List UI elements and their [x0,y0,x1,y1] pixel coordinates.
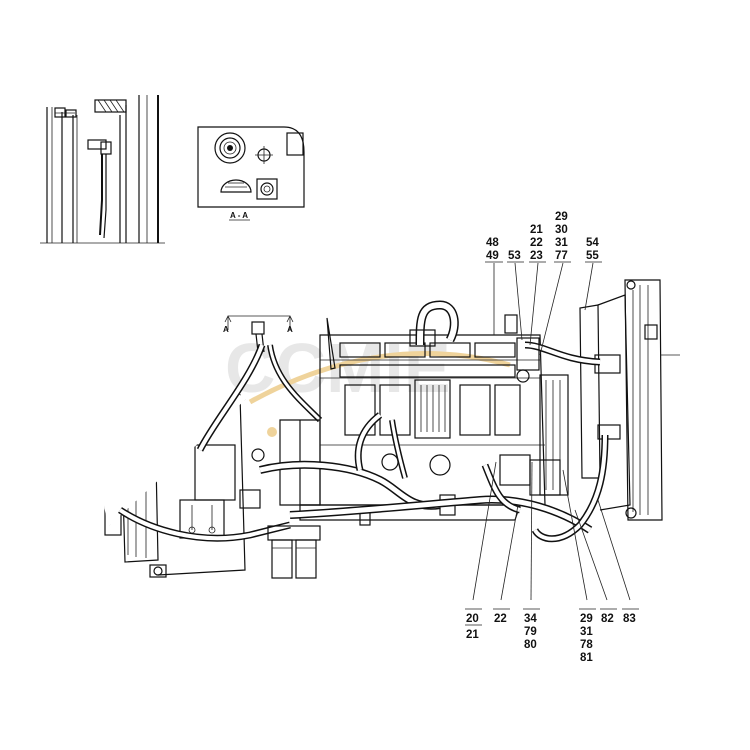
callout-line: 48 [486,237,499,249]
callout-top-29-30-31-77: 29 30 31 77 [554,211,571,263]
callout-bottom-29-31-78-81: 29 31 78 81 [579,608,596,664]
callout-top-53: 53 [507,250,524,263]
callout-top-21-22-23: 21 22 23 [529,224,546,263]
callout-line: 22 [494,613,507,625]
callout-line: 82 [601,613,614,625]
callout-line: 53 [508,250,521,262]
callout-line: 83 [623,613,636,625]
callout-line: 22 [530,237,543,249]
callout-line: 77 [555,250,568,262]
callout-line: 34 [524,613,537,625]
callout-top-54-55: 54 55 [585,237,602,263]
section-label: A - A [230,211,248,220]
callout-line: 23 [530,250,543,262]
callout-line: 31 [555,237,568,249]
callout-line: 54 [586,237,599,249]
watermark: CCMIE [225,329,511,437]
callout-bottom-20-21: 20 21 [465,608,482,641]
detail-view-section [40,95,165,244]
engine-drawing: A A [100,279,680,579]
callout-bottom-22: 22 [493,608,510,625]
callout-top-48-49: 48 49 [485,237,503,263]
callout-bottom-83: 83 [622,608,639,625]
callout-line: 81 [580,652,593,664]
callout-line: 80 [524,639,537,651]
section-marker-right: A [287,325,293,334]
callout-line: 31 [580,626,593,638]
callout-bottom-34-79-80: 34 79 80 [523,608,540,651]
callout-bottom-82: 82 [600,608,617,625]
callout-line: 79 [524,626,537,638]
callout-line: 20 [466,613,479,625]
leader-lines [472,262,631,601]
callout-line: 55 [586,250,599,262]
section-marker-left: A [223,325,229,334]
callout-line: 21 [466,629,479,641]
callout-line: 29 [555,211,568,223]
callout-line: 49 [486,250,499,262]
callout-line: 29 [580,613,593,625]
callout-line: 21 [530,224,543,236]
callout-line: 30 [555,224,568,236]
panel-view: A - A [197,126,305,221]
callout-line: 78 [580,639,593,651]
